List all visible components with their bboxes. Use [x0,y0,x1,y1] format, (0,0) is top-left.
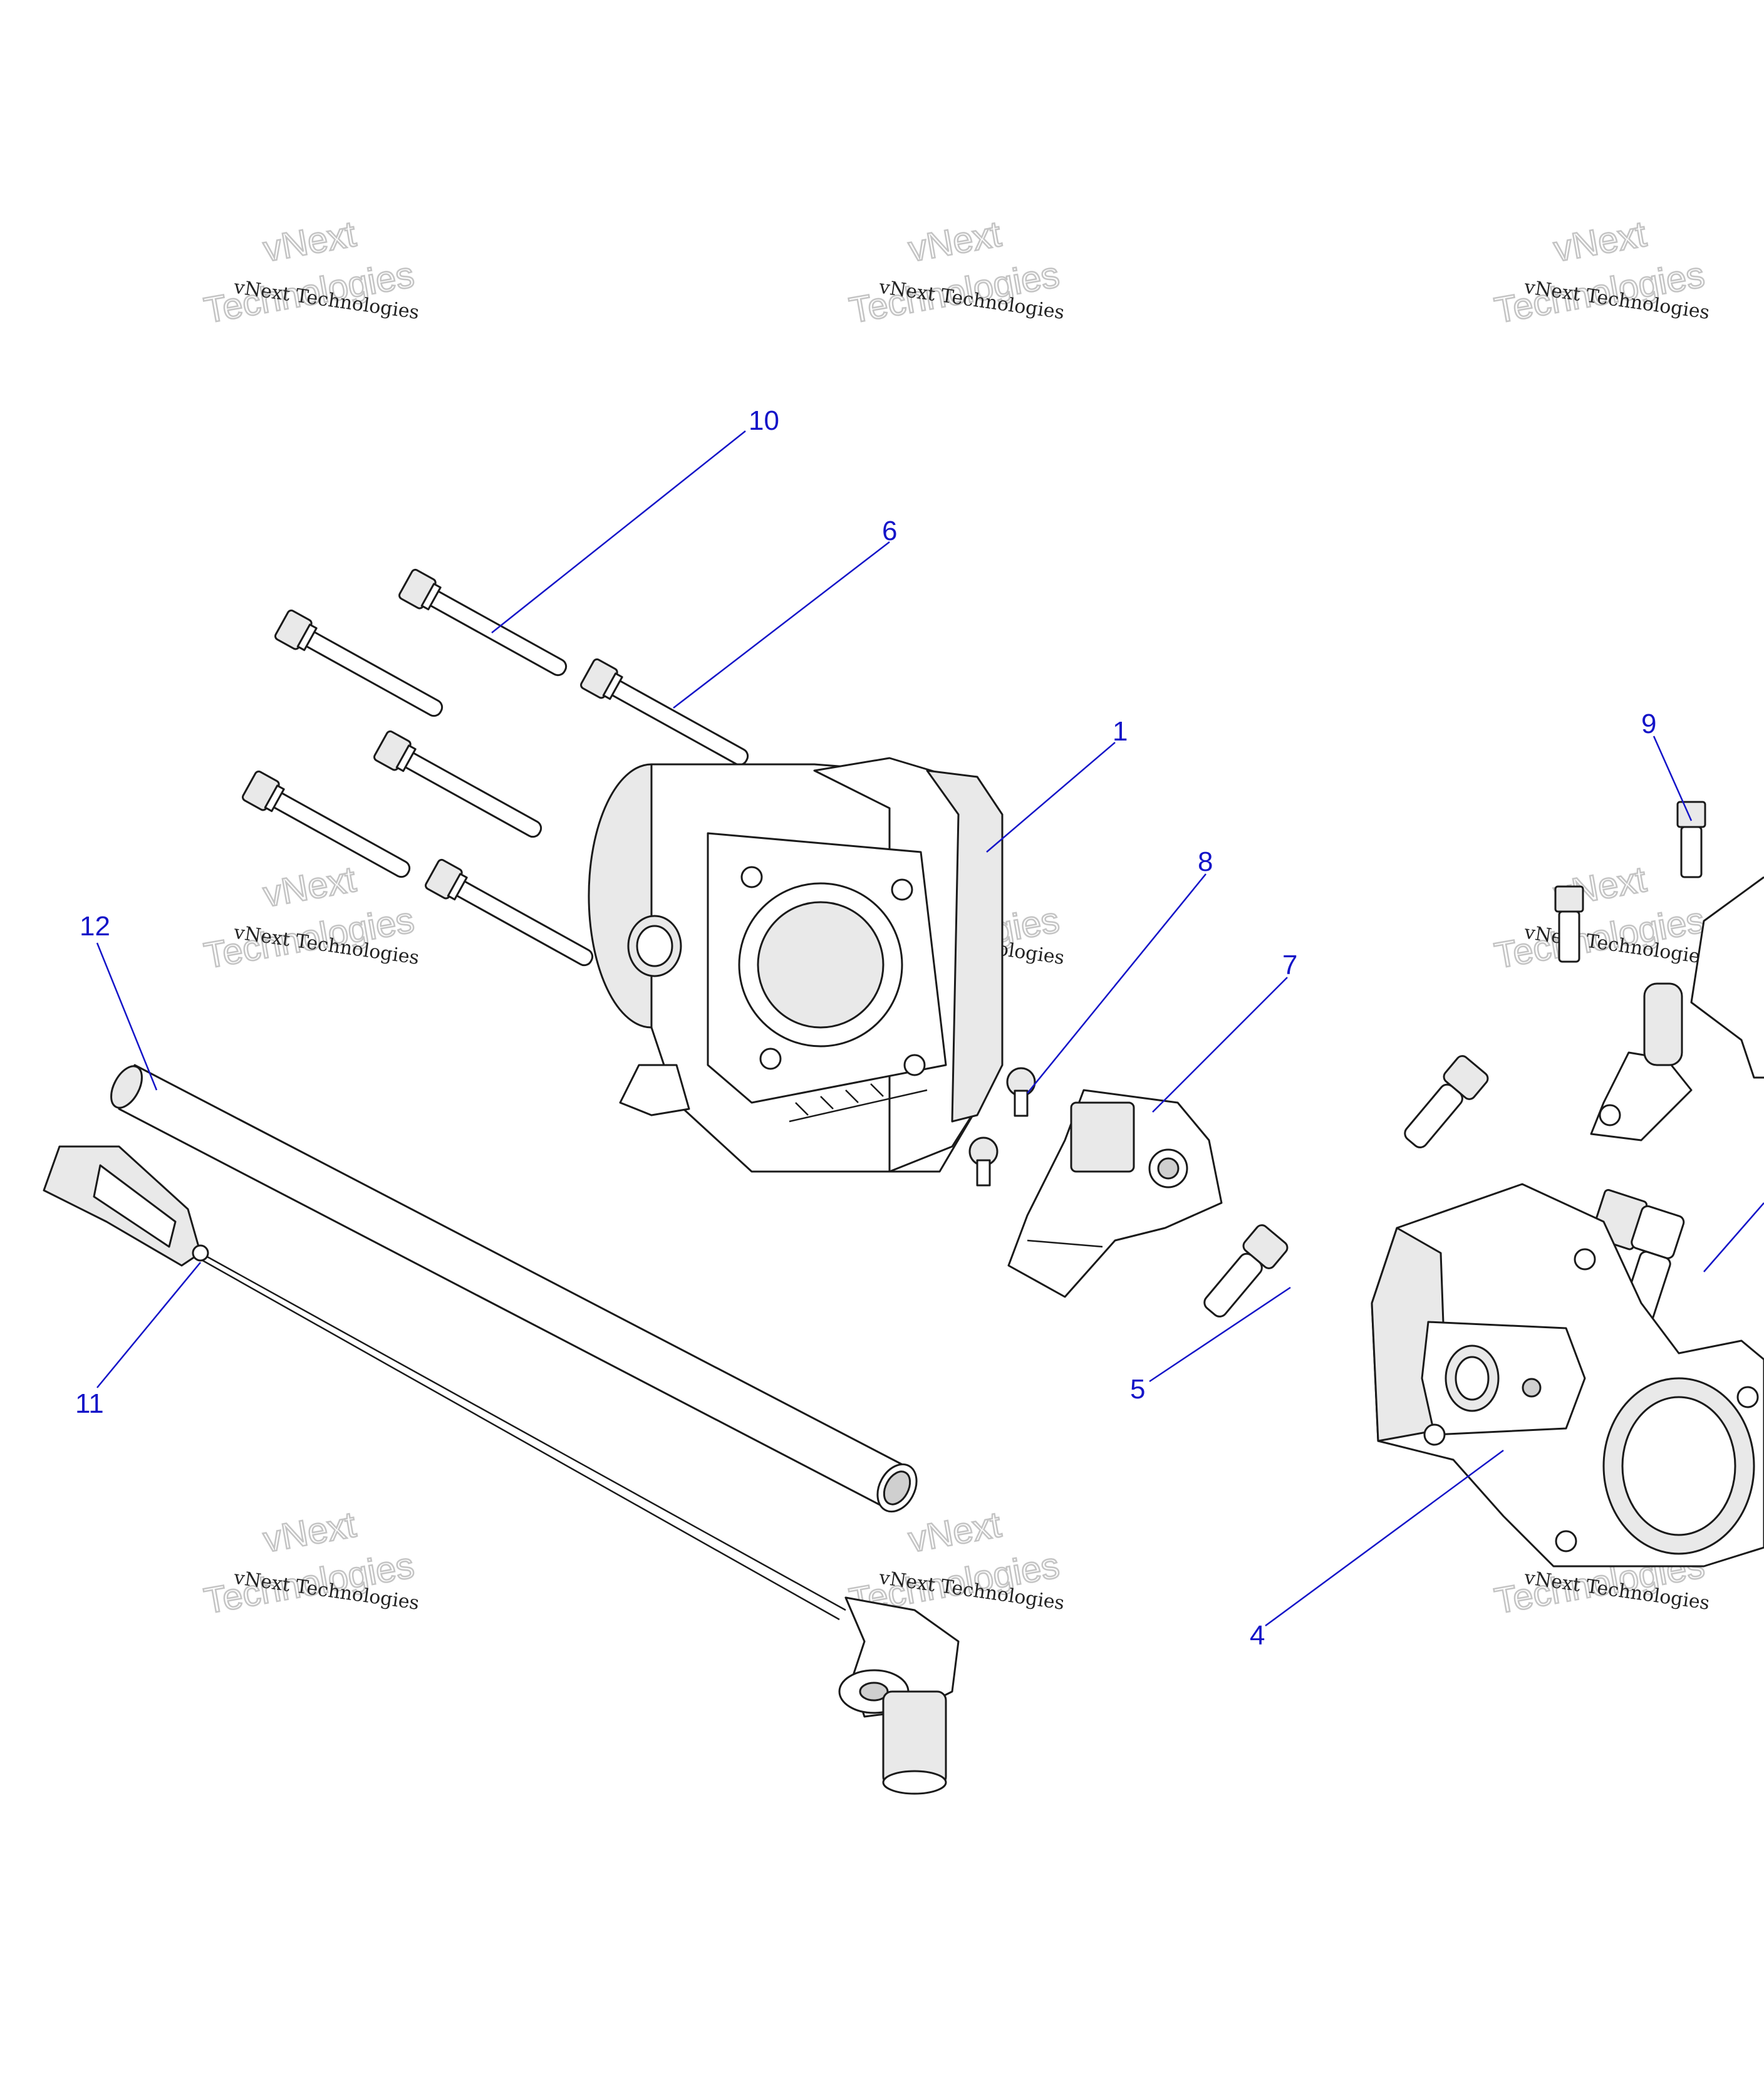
bolt-set [242,568,749,967]
bolt [274,609,444,717]
leader-line-injector [1703,1202,1764,1272]
callout-4: 4 [1250,1620,1265,1651]
leader-line-5 [1149,1286,1291,1383]
watermark: vNext Technologies vNext Technologies [846,213,1066,332]
watermark-big-top: vNext [1551,214,1649,270]
screw [968,1136,999,1187]
watermark: vNext Technologies vNext Technologies [1491,213,1711,332]
bolt [398,568,568,677]
screw [1006,1067,1036,1117]
bolt [242,770,411,878]
leader-line-1 [986,742,1116,853]
callout-labels: 10 6 1 9 8 7 12 11 5 4 [75,405,1656,1651]
callout-7: 7 [1282,950,1297,980]
leader-line-10 [491,430,746,633]
leader-line-4 [1265,1449,1504,1627]
callout-6: 6 [882,516,897,546]
watermark: vNext Technologies vNext Technologies [1491,858,1711,977]
screw [1554,885,1584,963]
watermark-big-top: vNext [906,214,1004,270]
hose [110,1064,918,1513]
stud [1404,1055,1489,1148]
bolt [373,730,542,838]
leader-line-6 [673,541,890,709]
leader-line-9 [1652,736,1693,821]
callout-10: 10 [749,405,779,436]
watermark-big-top: vNext [906,1504,1004,1561]
leader-line-12 [96,942,158,1091]
watermark-big-top: vNext [261,1504,359,1561]
callout-12: 12 [80,911,110,942]
sensor-connector [43,1145,209,1267]
callout-9: 9 [1641,709,1656,739]
callout-8: 8 [1198,846,1213,877]
bolt [580,658,749,766]
watermark-big-top: vNext [261,859,359,915]
watermark: vNext Technologies vNext Technologies [200,858,420,977]
watermark-big-top: vNext [261,214,359,270]
leader-line-7 [1152,977,1288,1113]
speed-sensor [43,1145,960,1795]
callout-11: 11 [75,1388,104,1419]
watermark: vNext Technologies vNext Technologies [200,1504,420,1623]
callout-5: 5 [1130,1374,1145,1405]
map-sensor [1007,1089,1223,1298]
leader-line-8 [1027,873,1206,1094]
intake-manifold [1371,1183,1764,1568]
callout-1: 1 [1113,716,1128,747]
leader-lines [96,430,1764,1627]
sensor-body [838,1596,960,1795]
screw [1676,801,1706,878]
fuel-rail-bracket [1590,876,1764,1141]
throttle-body [588,757,1004,1173]
leader-line-11 [96,1262,201,1388]
stud [1203,1224,1289,1318]
bolt [425,858,594,967]
watermark: vNext Technologies vNext Technologies [200,213,420,332]
